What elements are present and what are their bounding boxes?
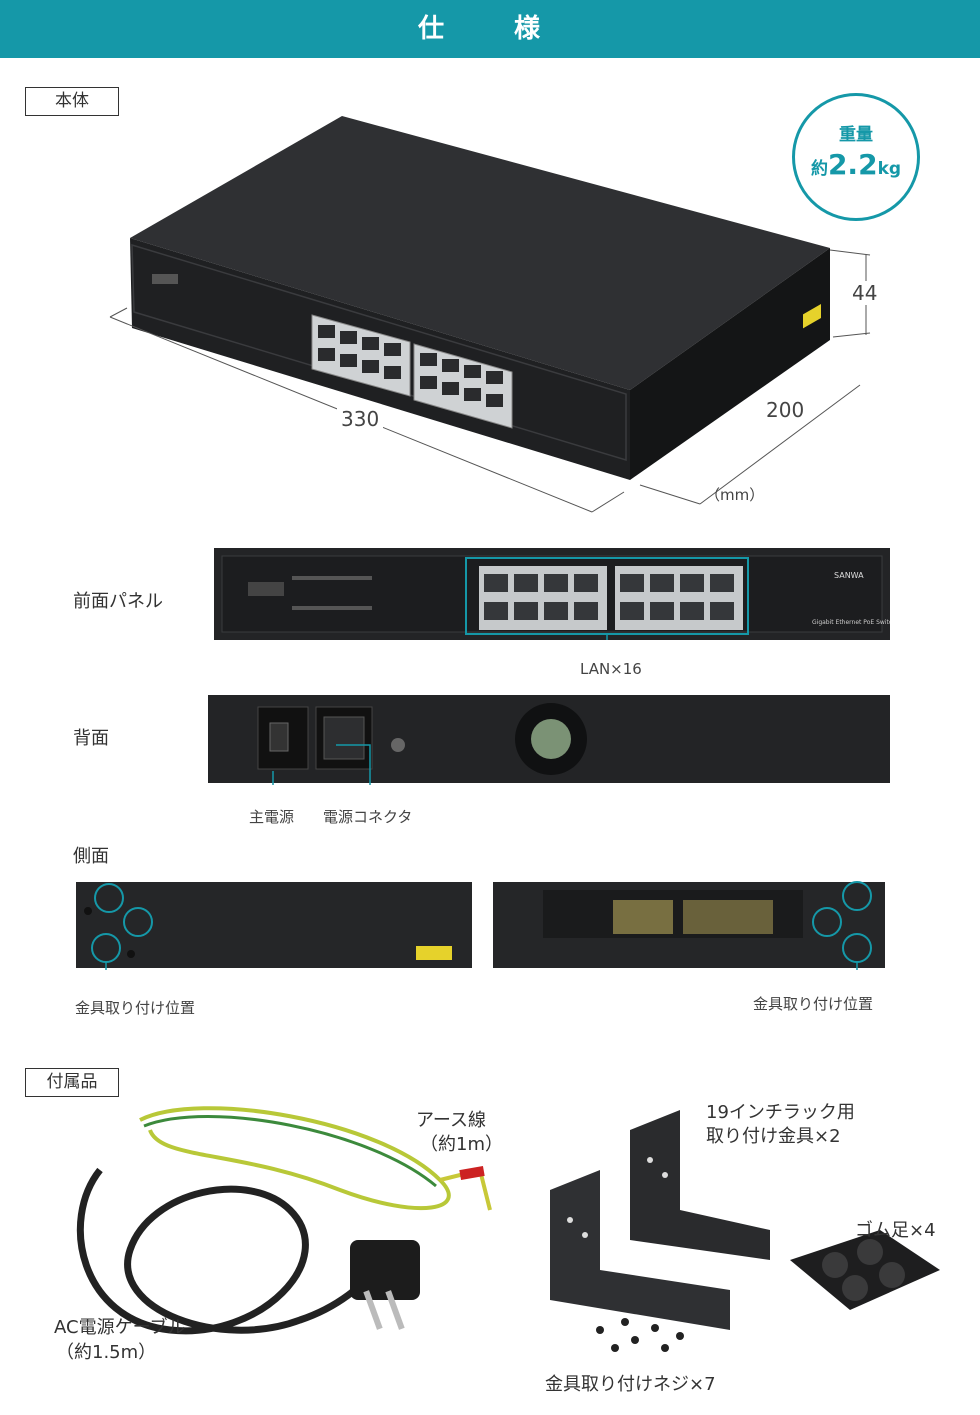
earth-wire-label-1: アース線 bbox=[416, 1110, 487, 1131]
side-left-image bbox=[76, 882, 472, 970]
bracket-label-1: 19インチラック用 bbox=[706, 1102, 855, 1123]
dim-unit: （mm） bbox=[705, 486, 765, 504]
page-title: 仕 様 bbox=[417, 14, 562, 44]
model-print: Gigabit Ethernet PoE Switch bbox=[812, 619, 890, 626]
dim-depth: 200 bbox=[762, 398, 809, 422]
screws-label: 金具取り付けネジ×7 bbox=[545, 1374, 716, 1395]
cables-image bbox=[77, 1106, 492, 1335]
brand-print: SANWA bbox=[834, 571, 864, 580]
back-panel-image bbox=[208, 695, 890, 785]
side-panel-label: 側面 bbox=[73, 846, 109, 867]
lan-callout: LAN×16 bbox=[580, 660, 642, 678]
side-right-image bbox=[493, 881, 885, 970]
rubber-feet-label: ゴム足×4 bbox=[855, 1220, 936, 1241]
weight-badge: 重量 約2.2kg bbox=[792, 93, 920, 221]
weight-value: 約2.2kg bbox=[810, 148, 902, 181]
power-connector-callout: 電源コネクタ bbox=[323, 808, 413, 826]
bracket-label-2: 取り付け金具×2 bbox=[706, 1126, 841, 1147]
header-banner bbox=[0, 0, 980, 58]
ac-cable-label-1: AC電源ケーブル bbox=[54, 1317, 186, 1338]
bracket-position-right: 金具取り付け位置 bbox=[753, 995, 874, 1013]
dim-width: 330 bbox=[337, 407, 384, 431]
brackets-image bbox=[550, 1110, 940, 1352]
ac-cable-label-2: （約1.5m） bbox=[56, 1342, 157, 1363]
section-label-body: 本体 bbox=[25, 87, 119, 116]
front-panel-label: 前面パネル bbox=[73, 591, 163, 612]
earth-wire-label-2: （約1m） bbox=[420, 1134, 503, 1155]
bracket-position-left: 金具取り付け位置 bbox=[75, 999, 196, 1017]
power-switch-callout: 主電源 bbox=[249, 808, 295, 826]
section-label-accessories: 付属品 bbox=[25, 1068, 119, 1097]
front-panel-image: SANWA Gigabit Ethernet PoE Switch bbox=[214, 548, 890, 640]
dim-height: 44 bbox=[848, 281, 882, 305]
switch-isometric-image bbox=[109, 116, 871, 513]
weight-label: 重量 bbox=[839, 125, 873, 145]
back-panel-label: 背面 bbox=[73, 728, 109, 749]
